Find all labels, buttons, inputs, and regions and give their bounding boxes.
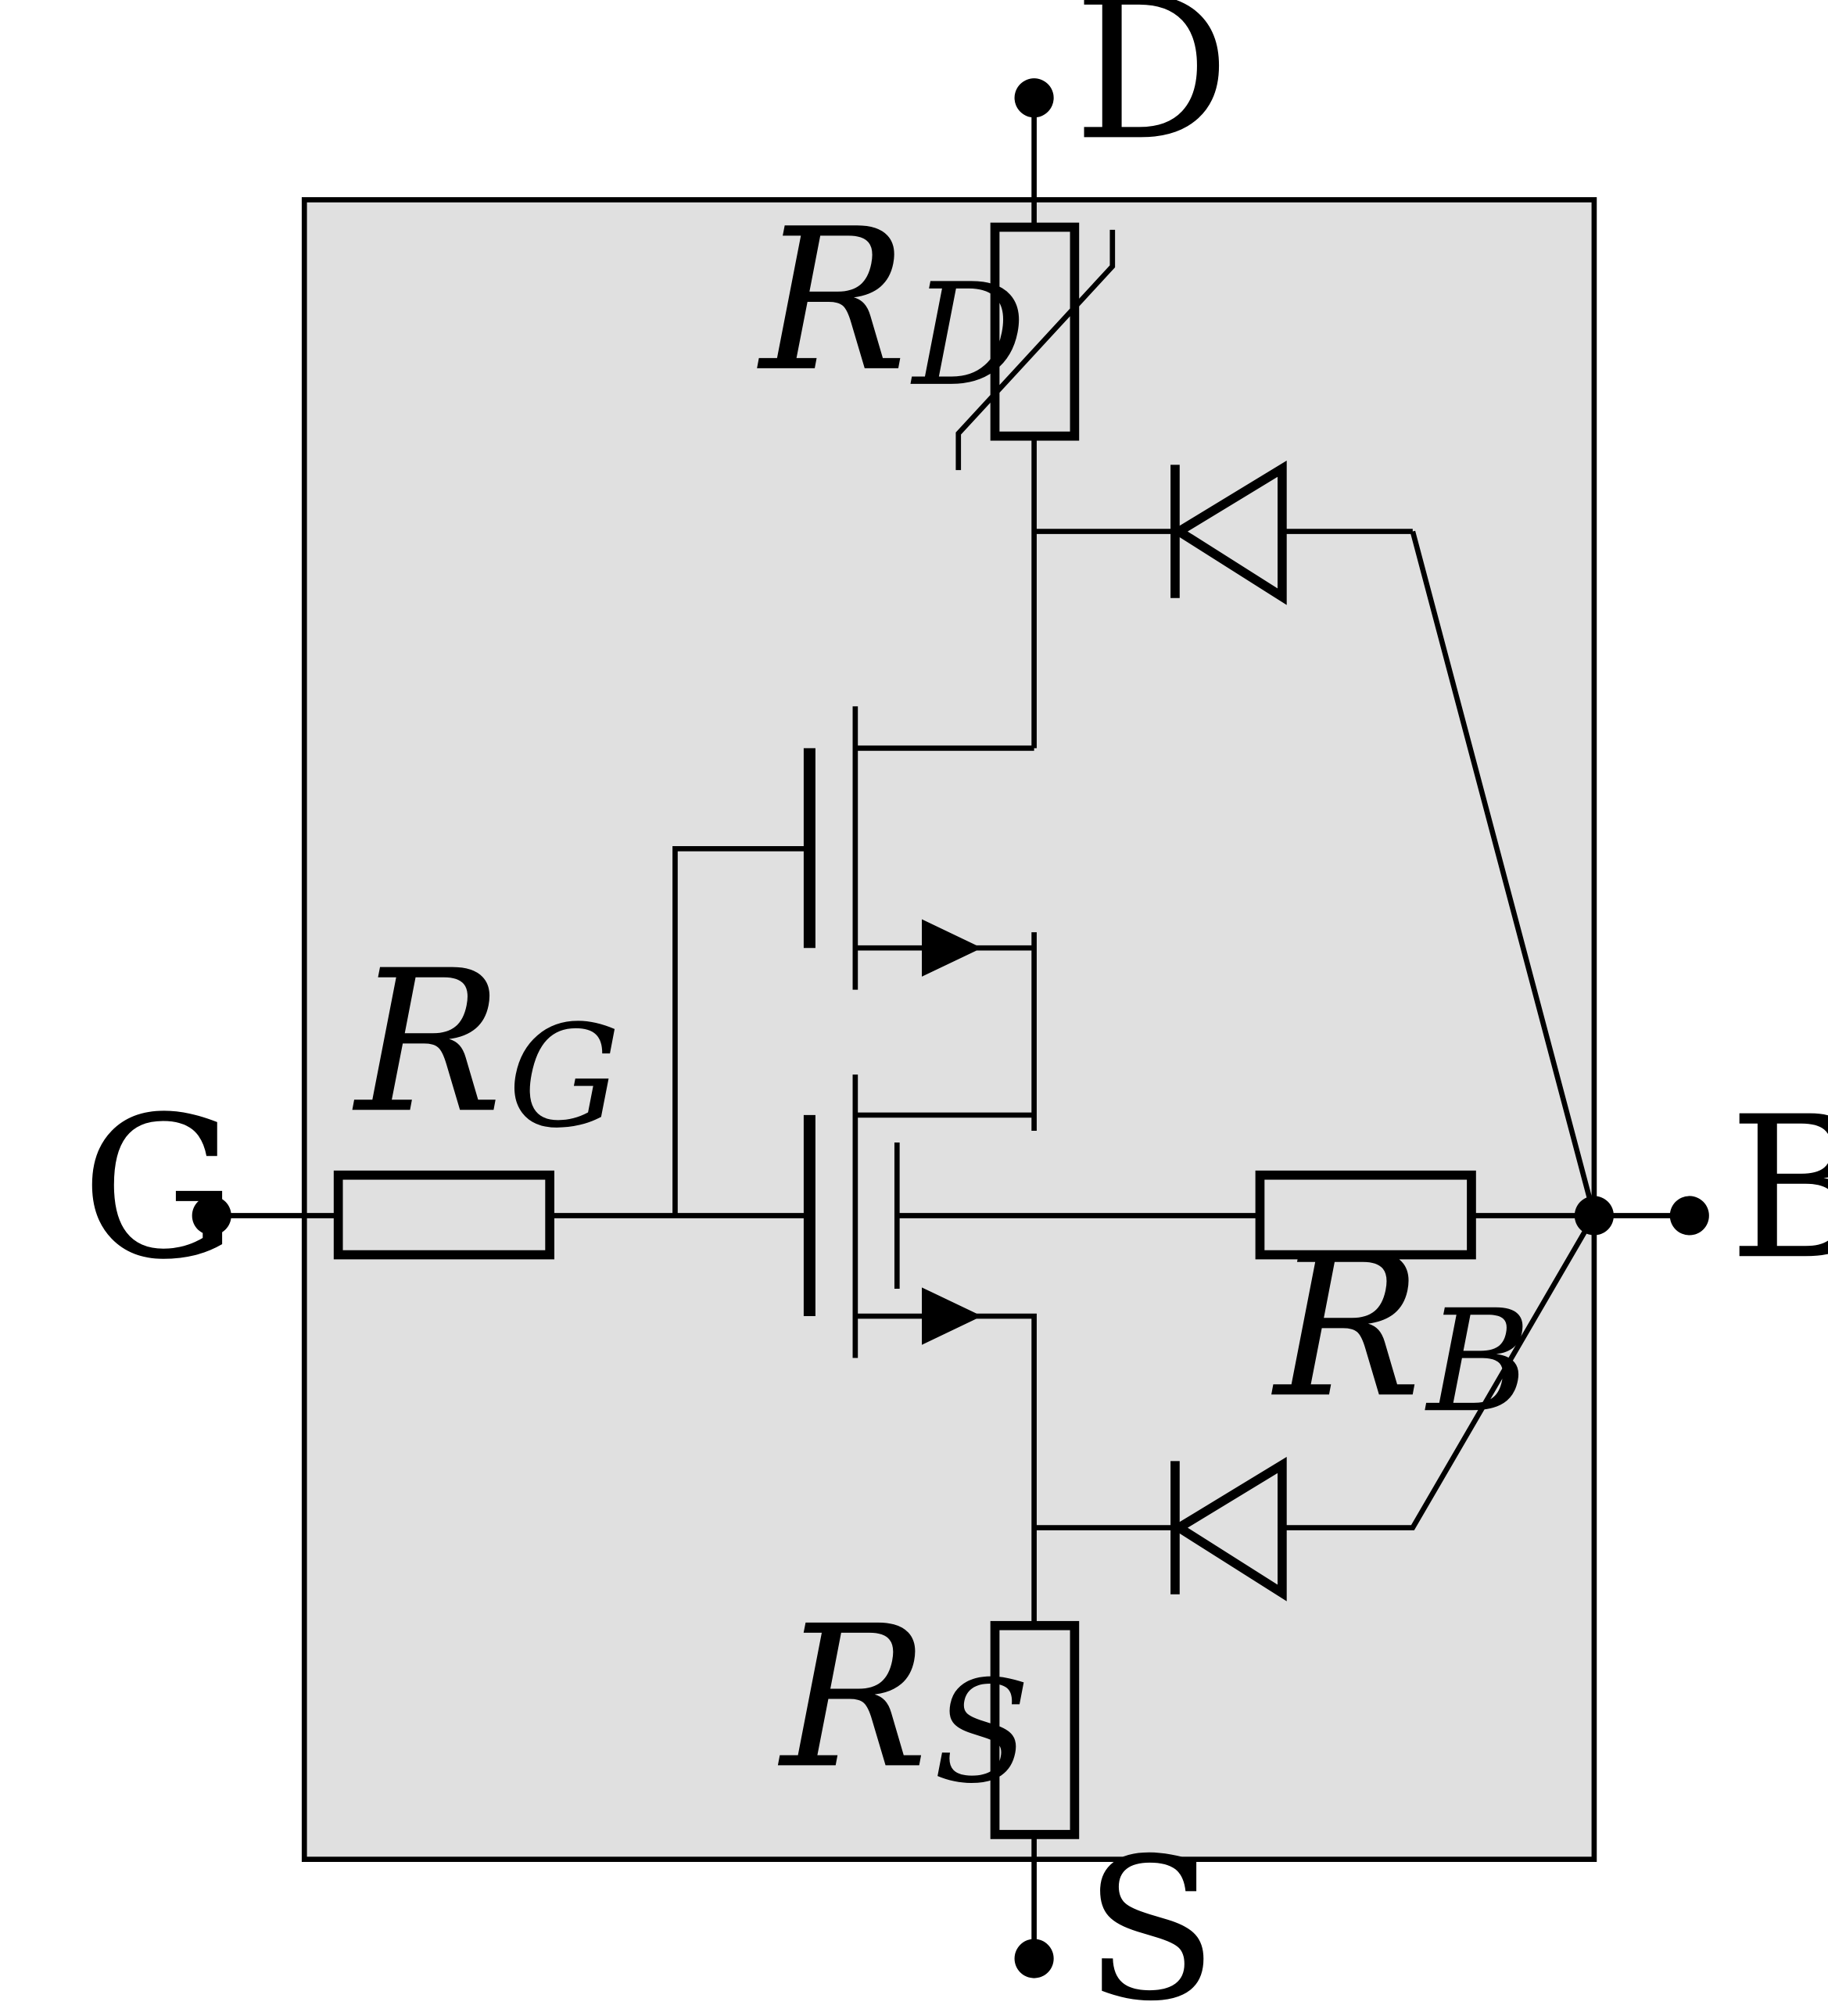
upper-source-arrow-icon — [922, 919, 982, 977]
varistor-slash-icon — [955, 229, 1116, 471]
rb-label-sub: B — [1425, 1279, 1531, 1444]
rb-label: RB — [1271, 1214, 1531, 1444]
bulk-terminal-dot — [1669, 1196, 1709, 1236]
rb-resistor — [1255, 1170, 1476, 1260]
rd-label: RD — [757, 188, 1026, 418]
drain-terminal-dot — [1014, 78, 1054, 118]
rd-label-main: R — [757, 188, 908, 415]
upper-diode-triangle-icon — [1170, 461, 1287, 605]
gate-label: G — [81, 1075, 238, 1303]
rd-resistor — [990, 222, 1080, 441]
package-box — [301, 197, 1597, 1862]
rs-label: RS — [778, 1584, 1030, 1814]
drain-label: D — [1074, 0, 1231, 184]
rb-label-main: R — [1271, 1214, 1422, 1441]
upper-diode-to-bulk-wire — [1410, 530, 1597, 1217]
lower-diode-to-bulk-wire — [1281, 1214, 1597, 1530]
rg-label-sub: G — [508, 995, 621, 1159]
rg-resistor — [333, 1170, 555, 1260]
lower-source-wire — [855, 1313, 1037, 1626]
rg-label: RG — [352, 929, 620, 1159]
rd-label-sub: D — [910, 253, 1026, 418]
rs-label-sub: S — [934, 1650, 1030, 1814]
rs-resistor — [990, 1620, 1080, 1839]
gate-terminal-dot — [192, 1196, 231, 1236]
rg-label-main: R — [352, 929, 503, 1157]
lower-diode-triangle-icon — [1170, 1457, 1287, 1602]
bulk-junction-dot — [1574, 1196, 1614, 1236]
source-terminal-dot — [1014, 1939, 1054, 1978]
source-label: S — [1084, 1817, 1218, 2016]
rs-label-main: R — [778, 1584, 929, 1812]
bulk-label: B — [1729, 1075, 1828, 1303]
lower-source-arrow-icon — [922, 1287, 982, 1345]
gate-feed-wire — [672, 845, 810, 1216]
